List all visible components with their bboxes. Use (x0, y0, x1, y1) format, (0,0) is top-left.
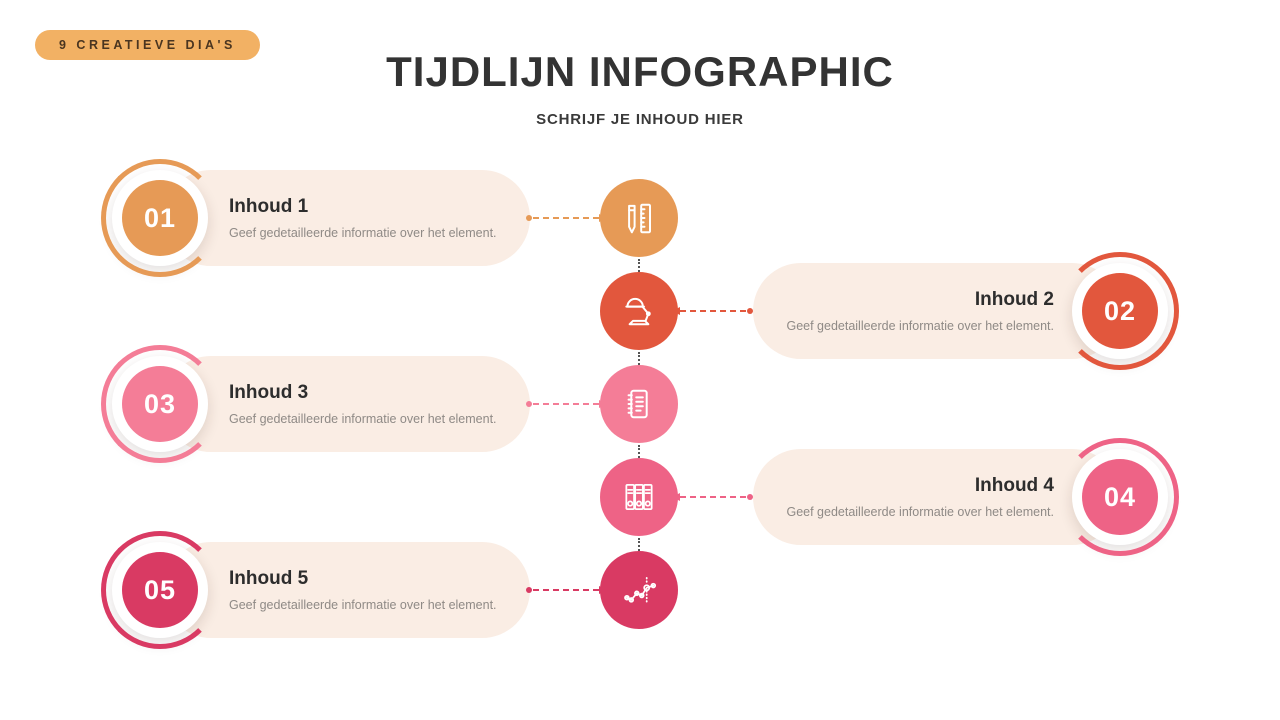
number-badge: 04 (1082, 459, 1158, 535)
number-badge: 03 (122, 366, 198, 442)
number-badge: 05 (122, 552, 198, 628)
item-title: Inhoud 2 (974, 289, 1054, 310)
number-ring (101, 345, 219, 463)
content-card: Inhoud 3 Geef gedetailleerde informatie … (163, 356, 530, 452)
number-ring (101, 531, 219, 649)
number-ring (101, 159, 219, 277)
content-card: Inhoud 4 Geef gedetailleerde informatie … (753, 449, 1120, 545)
item-description: Geef gedetailleerde informatie over het … (786, 505, 1054, 519)
page-subtitle: SCHRIJF JE INHOUD HIER (536, 111, 744, 128)
connector-line (526, 400, 607, 408)
content-card: Inhoud 5 Geef gedetailleerde informatie … (163, 542, 530, 638)
number-ring (1061, 252, 1179, 370)
connector-line (526, 214, 607, 222)
connector-line (672, 307, 753, 315)
desk-lamp-icon (600, 272, 678, 350)
vertical-dots (638, 538, 640, 551)
item-title: Inhoud 4 (974, 475, 1054, 496)
vertical-dots (638, 445, 640, 458)
badge-label: 9 CREATIEVE DIA'S (59, 38, 236, 52)
connector-line (526, 586, 607, 594)
number-badge: 02 (1082, 273, 1158, 349)
item-title: Inhoud 5 (229, 568, 309, 589)
number-badge: 01 (122, 180, 198, 256)
page-title: TIJDLIJN INFOGRAPHIC (386, 48, 894, 95)
pencil-ruler-icon (600, 179, 678, 257)
binders-icon (600, 458, 678, 536)
item-description: Geef gedetailleerde informatie over het … (229, 226, 497, 240)
notebook-icon (600, 365, 678, 443)
connector-line (672, 493, 753, 501)
item-description: Geef gedetailleerde informatie over het … (786, 319, 1054, 333)
number-ring (1061, 438, 1179, 556)
line-chart-icon (600, 551, 678, 629)
item-title: Inhoud 3 (229, 382, 309, 403)
vertical-dots (638, 259, 640, 272)
vertical-dots (638, 352, 640, 365)
content-card: Inhoud 1 Geef gedetailleerde informatie … (163, 170, 530, 266)
content-card: Inhoud 2 Geef gedetailleerde informatie … (753, 263, 1120, 359)
item-title: Inhoud 1 (229, 196, 309, 217)
slide-count-badge: 9 CREATIEVE DIA'S (35, 30, 260, 60)
item-description: Geef gedetailleerde informatie over het … (229, 412, 497, 426)
item-description: Geef gedetailleerde informatie over het … (229, 598, 497, 612)
